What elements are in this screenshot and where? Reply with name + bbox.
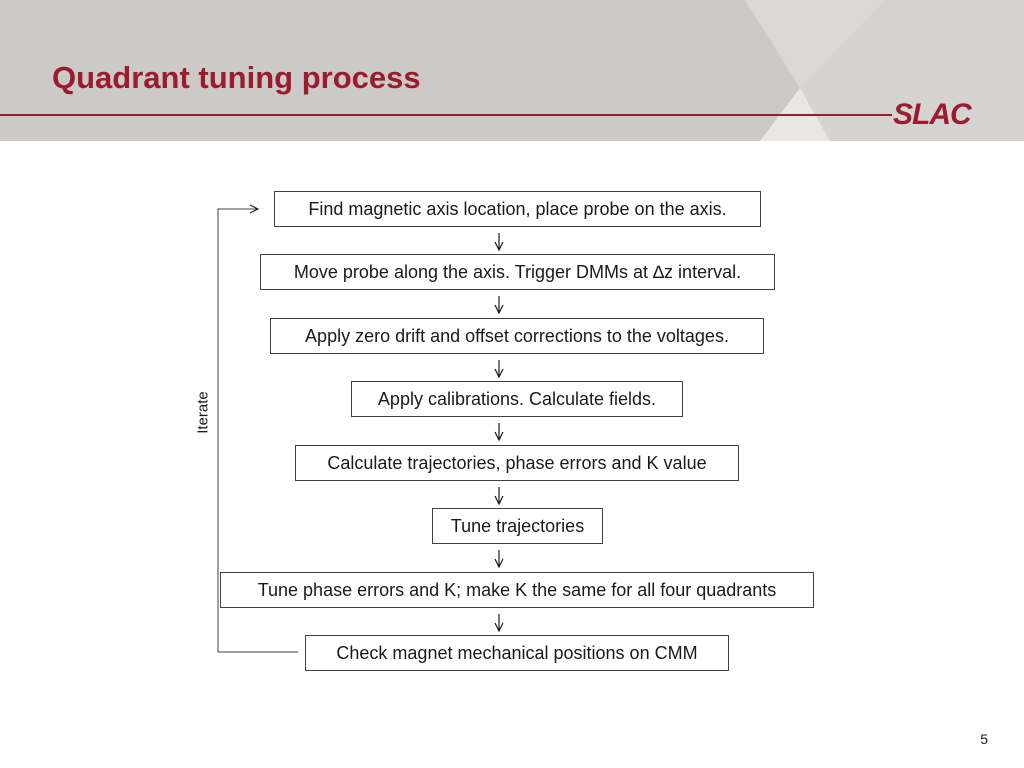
header-rule: [0, 114, 892, 116]
slide-title: Quadrant tuning process: [52, 60, 421, 95]
loop-connector: [217, 209, 298, 653]
step-tune-phase-errors: Tune phase errors and K; make K the same…: [220, 572, 814, 608]
step-apply-calibrations: Apply calibrations. Calculate fields.: [351, 381, 683, 417]
iterate-label: Iterate: [194, 391, 212, 434]
page-number: 5: [980, 731, 988, 747]
step-check-positions: Check magnet mechanical positions on CMM: [305, 635, 729, 671]
slac-logo: SLAC: [893, 98, 972, 131]
step-apply-corrections: Apply zero drift and offset corrections …: [270, 318, 764, 354]
step-move-probe: Move probe along the axis. Trigger DMMs …: [260, 254, 775, 290]
step-find-axis: Find magnetic axis location, place probe…: [274, 191, 761, 227]
step-calculate-trajectories: Calculate trajectories, phase errors and…: [295, 445, 739, 481]
step-tune-trajectories: Tune trajectories: [432, 508, 603, 544]
